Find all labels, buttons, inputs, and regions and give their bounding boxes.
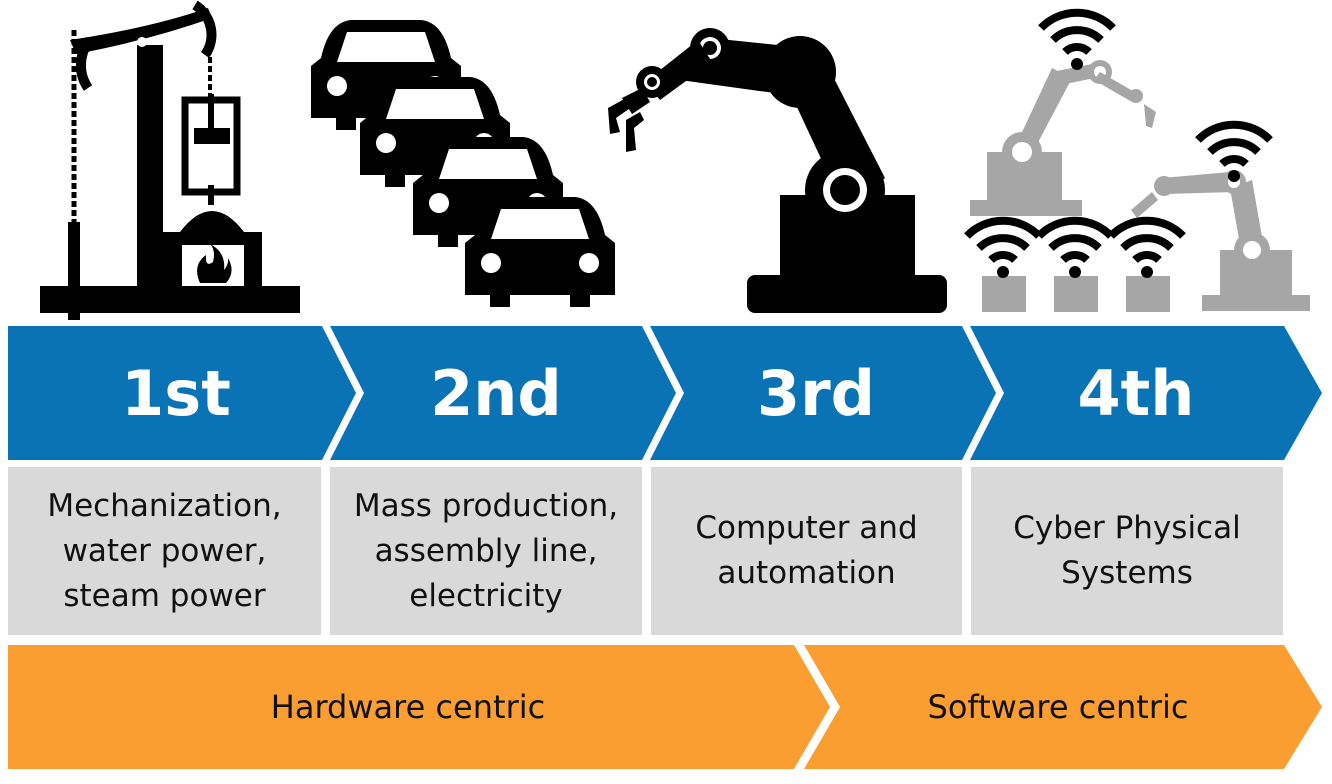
connected-robots-wifi-icon	[962, 0, 1310, 312]
stage-arrow-4	[970, 326, 1322, 460]
steam-engine-pump-icon	[40, 0, 300, 320]
software-arrow	[804, 645, 1322, 769]
stage-label-1st: 1st	[121, 356, 231, 430]
stage-description-3rd: Computer and automation	[651, 467, 962, 635]
stage-description-4th: Cyber Physical Systems	[971, 467, 1283, 635]
stage-arrow-1	[8, 326, 356, 460]
stage-description-1st: Mechanization, water power, steam power	[8, 467, 321, 635]
software-centric-label: Software centric	[927, 688, 1189, 726]
stage-label-3rd: 3rd	[756, 356, 876, 430]
stage-label-4th: 4th	[1077, 356, 1195, 430]
robotic-arm-icon	[608, 28, 947, 313]
stage-arrow-3	[650, 326, 996, 460]
hardware-centric-label: Hardware centric	[270, 688, 546, 726]
stage-description-2nd: Mass production, assembly line, electric…	[330, 467, 642, 635]
stage-label-2nd: 2nd	[430, 356, 562, 430]
hardware-arrow	[8, 645, 830, 769]
stage-arrow-2	[330, 326, 676, 460]
